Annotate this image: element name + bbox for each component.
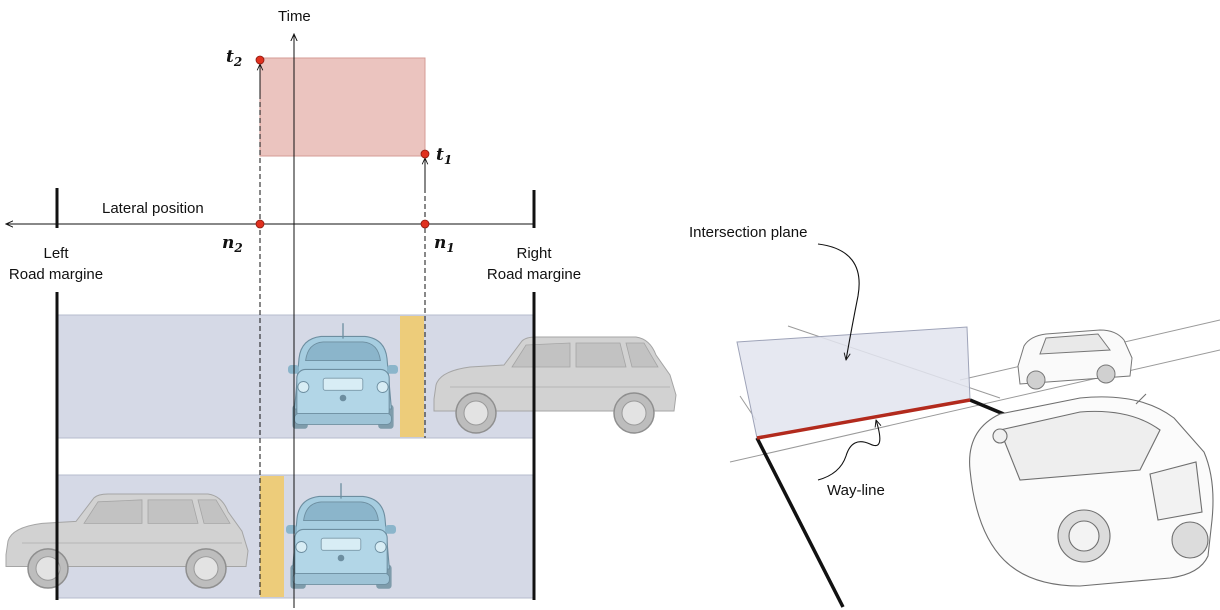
label-n1: n1 xyxy=(434,233,455,255)
road-edge-left xyxy=(755,437,845,608)
callout-curve-plane xyxy=(817,243,860,360)
left-margin-label-2: Road margine xyxy=(9,266,103,283)
point-t2 xyxy=(255,55,265,65)
label-n2: n2 xyxy=(222,233,243,255)
left-margin-label-1: Left xyxy=(43,245,69,262)
time-interval-box xyxy=(259,57,426,157)
way-line-label: Way-line xyxy=(827,482,885,499)
point-t1 xyxy=(420,149,430,159)
callout-curve-wayline xyxy=(817,420,880,481)
gap-bar-top xyxy=(400,316,424,437)
distant-car-sketch xyxy=(1017,329,1133,390)
point-n1 xyxy=(420,219,430,229)
intersection-plane-label: Intersection plane xyxy=(689,224,807,241)
right-margin-label-2: Road margine xyxy=(487,266,581,283)
lateral-axis-label: Lateral position xyxy=(102,200,204,217)
label-t2: t2 xyxy=(226,47,242,69)
gap-bar-bottom xyxy=(260,476,284,597)
way-line xyxy=(756,398,971,440)
label-t1: t1 xyxy=(436,145,452,167)
time-axis-label: Time xyxy=(278,8,311,25)
near-car-sketch xyxy=(969,393,1214,587)
point-n2 xyxy=(255,219,265,229)
right-margin-label-1: Right xyxy=(516,245,552,262)
